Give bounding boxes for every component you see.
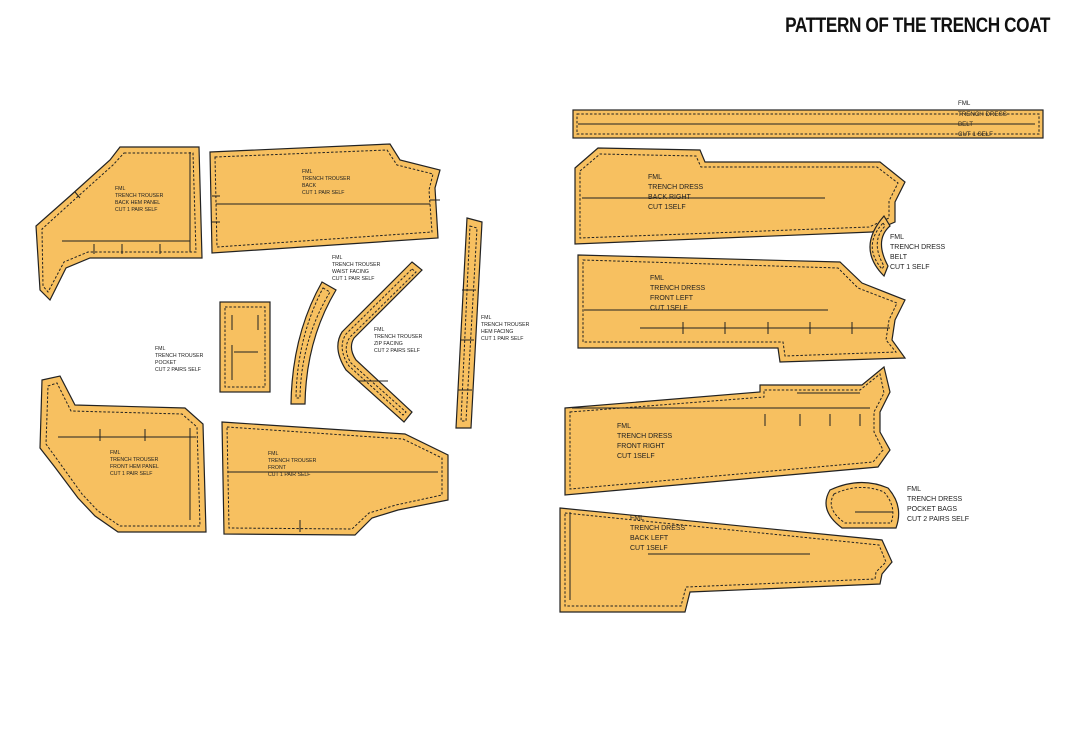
piece-label-4: CUT 1SELF [617,453,655,460]
piece-label-1: FML [481,315,491,321]
piece-label-2: TRENCH DRESS [630,525,686,532]
piece-outline [564,365,891,496]
piece-trouser-zip-facing [337,261,423,423]
piece-trouser-waist-facing [290,281,337,405]
piece-dress-back-right: FML TRENCH DRESS BACK RIGHT CUT 1SELF [574,147,906,245]
page-title: PATTERN OF THE TRENCH COAT [785,14,1050,37]
piece-label-3: BACK HEM PANEL [115,200,160,206]
piece-outline [455,217,483,429]
piece-dress-belt-long: FML TRENCH DRESS BELT CUT 1 SELF [572,100,1044,139]
piece-trouser-front-hem-panel: FML TRENCH TROUSER FRONT HEM PANEL CUT 1… [39,375,207,533]
piece-label-2: TRENCH TROUSER [374,334,423,340]
piece-label-3: BELT [958,121,973,128]
piece-label-3: FRONT [268,465,287,471]
piece-label-1: FML [302,169,312,175]
piece-label-3: BELT [890,254,908,261]
piece-label-2: TRENCH DRESS [617,433,673,440]
piece-outline [825,481,900,529]
piece-trouser-back-hem-panel: FML TRENCH TROUSER BACK HEM PANEL CUT 1 … [35,146,203,302]
piece-outline [290,281,337,405]
piece-label-1: FML [115,186,125,192]
piece-label-3: FRONT RIGHT [617,443,665,450]
piece-outline [337,261,423,423]
piece-trouser-front: FML TRENCH TROUSER FRONT CUT 1 PAIR SELF [221,421,449,536]
piece-label-4: CUT 1 PAIR SELF [110,471,152,477]
piece-label-2: TRENCH DRESS [890,244,946,251]
piece-label-1: FML [155,346,165,352]
piece-outline [209,143,441,254]
piece-label-1: FML [110,450,120,456]
piece-label-2: TRENCH DRESS [648,184,704,191]
piece-label-1: FML [617,423,631,430]
piece-label-3: BACK LEFT [630,535,669,542]
piece-outline [577,254,907,363]
piece-label-2: TRENCH TROUSER [268,458,317,464]
piece-dress-front-left: FML TRENCH DRESS FRONT LEFT CUT 1SELF [577,254,907,363]
piece-label-3: POCKET BAGS [907,506,957,513]
piece-outline [574,147,906,245]
piece-label-1: FML [268,451,278,457]
piece-label-2: TRENCH DRESS [907,496,963,503]
piece-outline [219,301,271,393]
piece-label-4: CUT 1 PAIR SELF [302,190,344,196]
piece-label-3: POCKET [155,360,177,366]
piece-outline [35,146,203,302]
piece-dress-belt-loop: FML TRENCH DRESS BELT CUT 1 SELF [869,214,946,278]
piece-label-4: CUT 1 PAIR SELF [115,207,157,213]
piece-label-4: CUT 1 SELF [958,131,993,138]
piece-label-3: ZIP FACING [374,341,403,347]
piece-outline [869,214,891,278]
piece-label-2: TRENCH TROUSER [115,193,164,199]
piece-outline [221,421,449,536]
piece-label-2: TRENCH DRESS [650,285,706,292]
piece-label-3: HEM FACING [481,329,513,335]
piece-label-3: BACK RIGHT [648,194,692,201]
piece-label-2: TRENCH TROUSER [155,353,204,359]
piece-label-2: TRENCH TROUSER [110,457,159,463]
piece-label-4: CUT 1 PAIR SELF [332,276,374,282]
piece-label-4: CUT 1SELF [648,204,686,211]
piece-label-1: FML [958,100,971,107]
piece-label-1: FML [907,486,921,493]
piece-label-4: CUT 2 PAIRS SELF [155,367,201,373]
piece-label-4: CUT 2 PAIRS SELF [907,516,969,523]
piece-label-3: FRONT LEFT [650,295,694,302]
piece-label-1: FML [630,515,644,522]
piece-label-4: CUT 1 PAIR SELF [268,472,310,478]
piece-label-2: TRENCH DRESS [958,111,1007,118]
piece-label-3: BACK [302,183,317,189]
piece-dress-pocket-bags: FML TRENCH DRESS POCKET BAGS CUT 2 PAIRS… [825,481,969,529]
piece-label-4: CUT 1 SELF [890,264,930,271]
piece-outline [559,507,893,613]
piece-label-1: FML [374,327,384,333]
piece-label-2: TRENCH TROUSER [481,322,530,328]
piece-label-4: CUT 1SELF [630,545,668,552]
piece-trouser-back: FML TRENCH TROUSER BACK CUT 1 PAIR SELF [209,143,441,254]
piece-trouser-hem-facing [455,217,483,429]
piece-label-1: FML [650,275,664,282]
piece-label-4: CUT 1SELF [650,305,688,312]
piece-label-1: FML [890,234,904,241]
piece-label-2: TRENCH TROUSER [332,262,381,268]
piece-trouser-pocket [219,301,271,393]
piece-label-1: FML [648,174,662,181]
piece-label-1: FML [332,255,342,261]
piece-label-2: TRENCH TROUSER [302,176,351,182]
piece-label-3: WAIST FACING [332,269,369,275]
piece-dress-back-left: FML TRENCH DRESS BACK LEFT CUT 1SELF [559,507,893,613]
piece-label-4: CUT 1 PAIR SELF [481,336,523,342]
piece-label-4: CUT 2 PAIRS SELF [374,348,420,354]
piece-label-3: FRONT HEM PANEL [110,464,159,470]
piece-dress-front-right: FML TRENCH DRESS FRONT RIGHT CUT 1SELF [564,365,891,496]
